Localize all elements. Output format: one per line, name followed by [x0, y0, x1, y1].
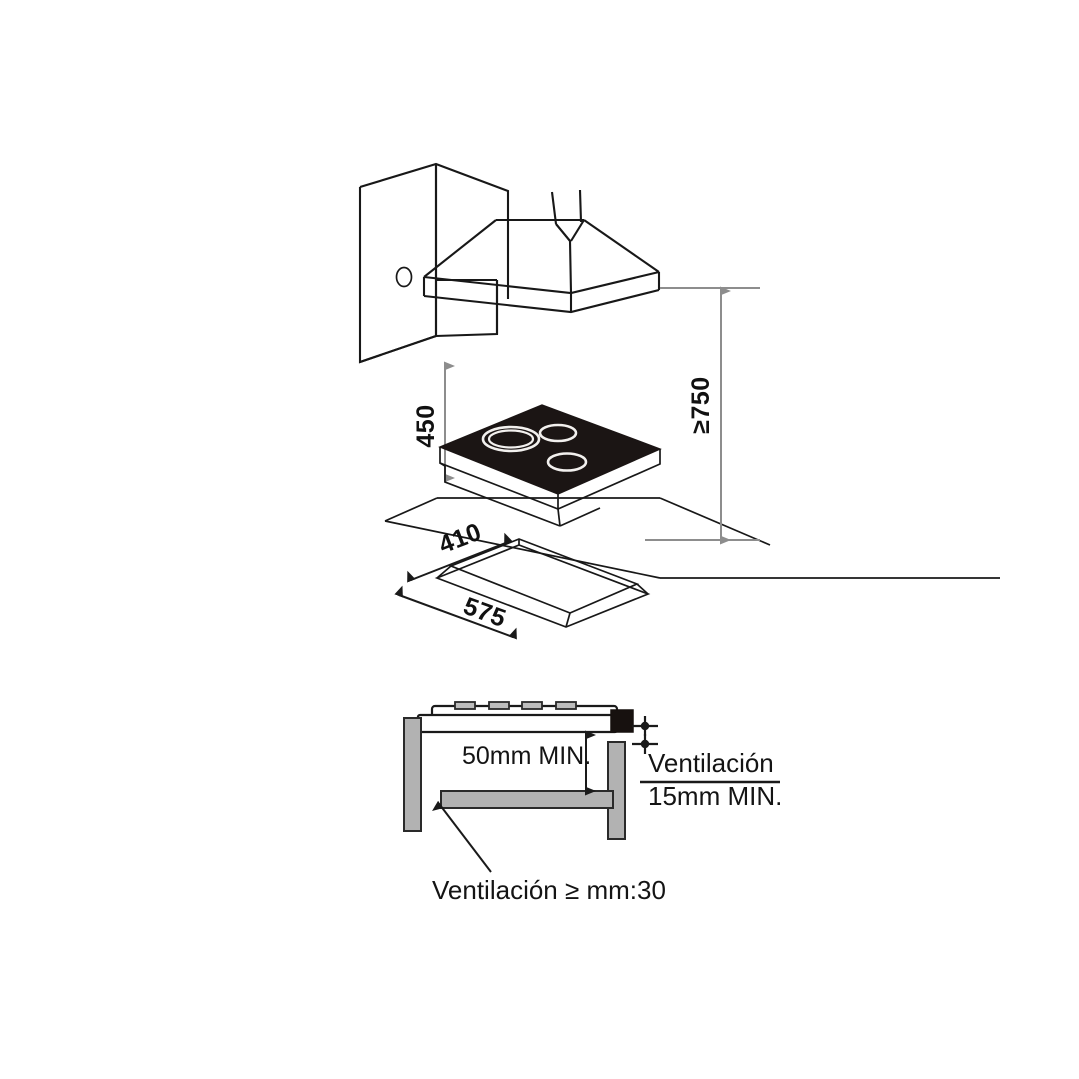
- hob-tab-2: [488, 701, 510, 710]
- hob-tab-4: [555, 701, 577, 710]
- shelf: [440, 790, 614, 809]
- burner-small-front: [546, 452, 588, 472]
- dimension-50mm-min: 50mm MIN.: [462, 730, 596, 796]
- connection-box: [610, 709, 634, 733]
- figure-bottom-group: 50mm MIN. Ventilación 15mm MIN.: [403, 701, 782, 905]
- hood-knob-icon: [395, 266, 413, 288]
- hob-glass-surface: [438, 404, 662, 495]
- ventilation-bottom-label: Ventilación ≥ mm:30: [432, 875, 666, 905]
- dimension-450-label: 450: [412, 404, 440, 447]
- ventilation-bottom-leader: [432, 800, 492, 873]
- ventilation-gap-markers: [632, 716, 658, 754]
- dimension-575-label: 575: [460, 592, 510, 633]
- dimension-575: 575: [394, 585, 517, 640]
- cabinet-side-left: [403, 717, 422, 832]
- figure-top-group: 450: [358, 162, 1000, 640]
- dimension-750-label: ≥750: [687, 376, 715, 433]
- clearance-below-hob-label: 50mm MIN.: [462, 742, 591, 770]
- dimension-750: ≥750: [645, 286, 760, 545]
- wall-cabinet: [358, 162, 510, 364]
- burner-large: [481, 425, 541, 453]
- ventilation-gap-label: Ventilación 15mm MIN.: [640, 748, 782, 811]
- hob-glass: [438, 404, 662, 527]
- hob-section: [416, 701, 619, 734]
- hob-tab-3: [521, 701, 543, 710]
- countertop: [384, 497, 1000, 579]
- dimension-450: 450: [412, 361, 455, 483]
- range-hood: [422, 189, 661, 314]
- ventilation-gap-line2: 15mm MIN.: [648, 781, 782, 811]
- burner-small-rear: [538, 423, 578, 443]
- hob-tab-1: [454, 701, 476, 710]
- ventilation-gap-line1: Ventilación: [648, 748, 774, 778]
